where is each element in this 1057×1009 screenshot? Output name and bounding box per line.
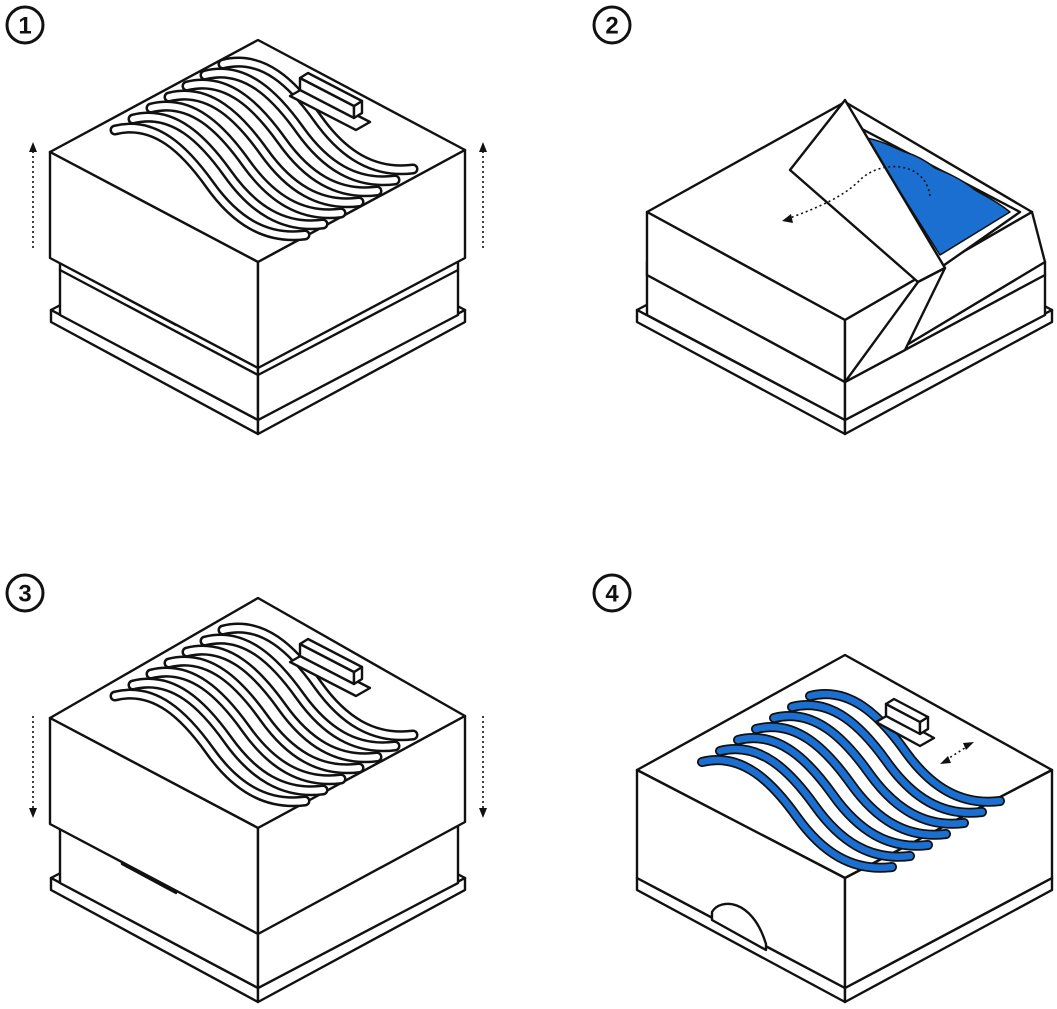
- step-4-badge: 4: [592, 573, 632, 613]
- slide-arrow-icon: [940, 742, 974, 764]
- step-2-badge: 2: [592, 5, 632, 45]
- step-2-blue-fill: [865, 137, 1011, 256]
- step-2-panel: 2: [592, 5, 1054, 436]
- step-3-box: [48, 596, 467, 1004]
- step-1-panel: 1: [5, 5, 487, 436]
- step-3-number: 3: [18, 581, 31, 608]
- step-3-badge: 3: [5, 573, 45, 613]
- step-1-handle: [288, 71, 372, 132]
- lift-arrow-left-icon: [29, 142, 37, 248]
- step-4-box: [635, 653, 1054, 1004]
- step-4-handle: [874, 697, 936, 748]
- step-3-handle: [288, 637, 372, 698]
- step-2-number: 2: [605, 13, 618, 40]
- lower-arrow-right-icon: [479, 716, 487, 818]
- step-1-number: 1: [18, 13, 31, 40]
- lift-arrow-right-icon: [479, 142, 487, 248]
- step-4-panel: 4: [592, 573, 1054, 1004]
- step-2-box: [635, 98, 1054, 436]
- step-4-number: 4: [605, 581, 619, 608]
- lower-arrow-left-icon: [29, 716, 37, 818]
- fold-arrow-icon: [782, 165, 931, 223]
- step-1-box: [48, 38, 467, 436]
- step-1-badge: 1: [5, 5, 45, 45]
- step-3-panel: 3: [5, 573, 487, 1004]
